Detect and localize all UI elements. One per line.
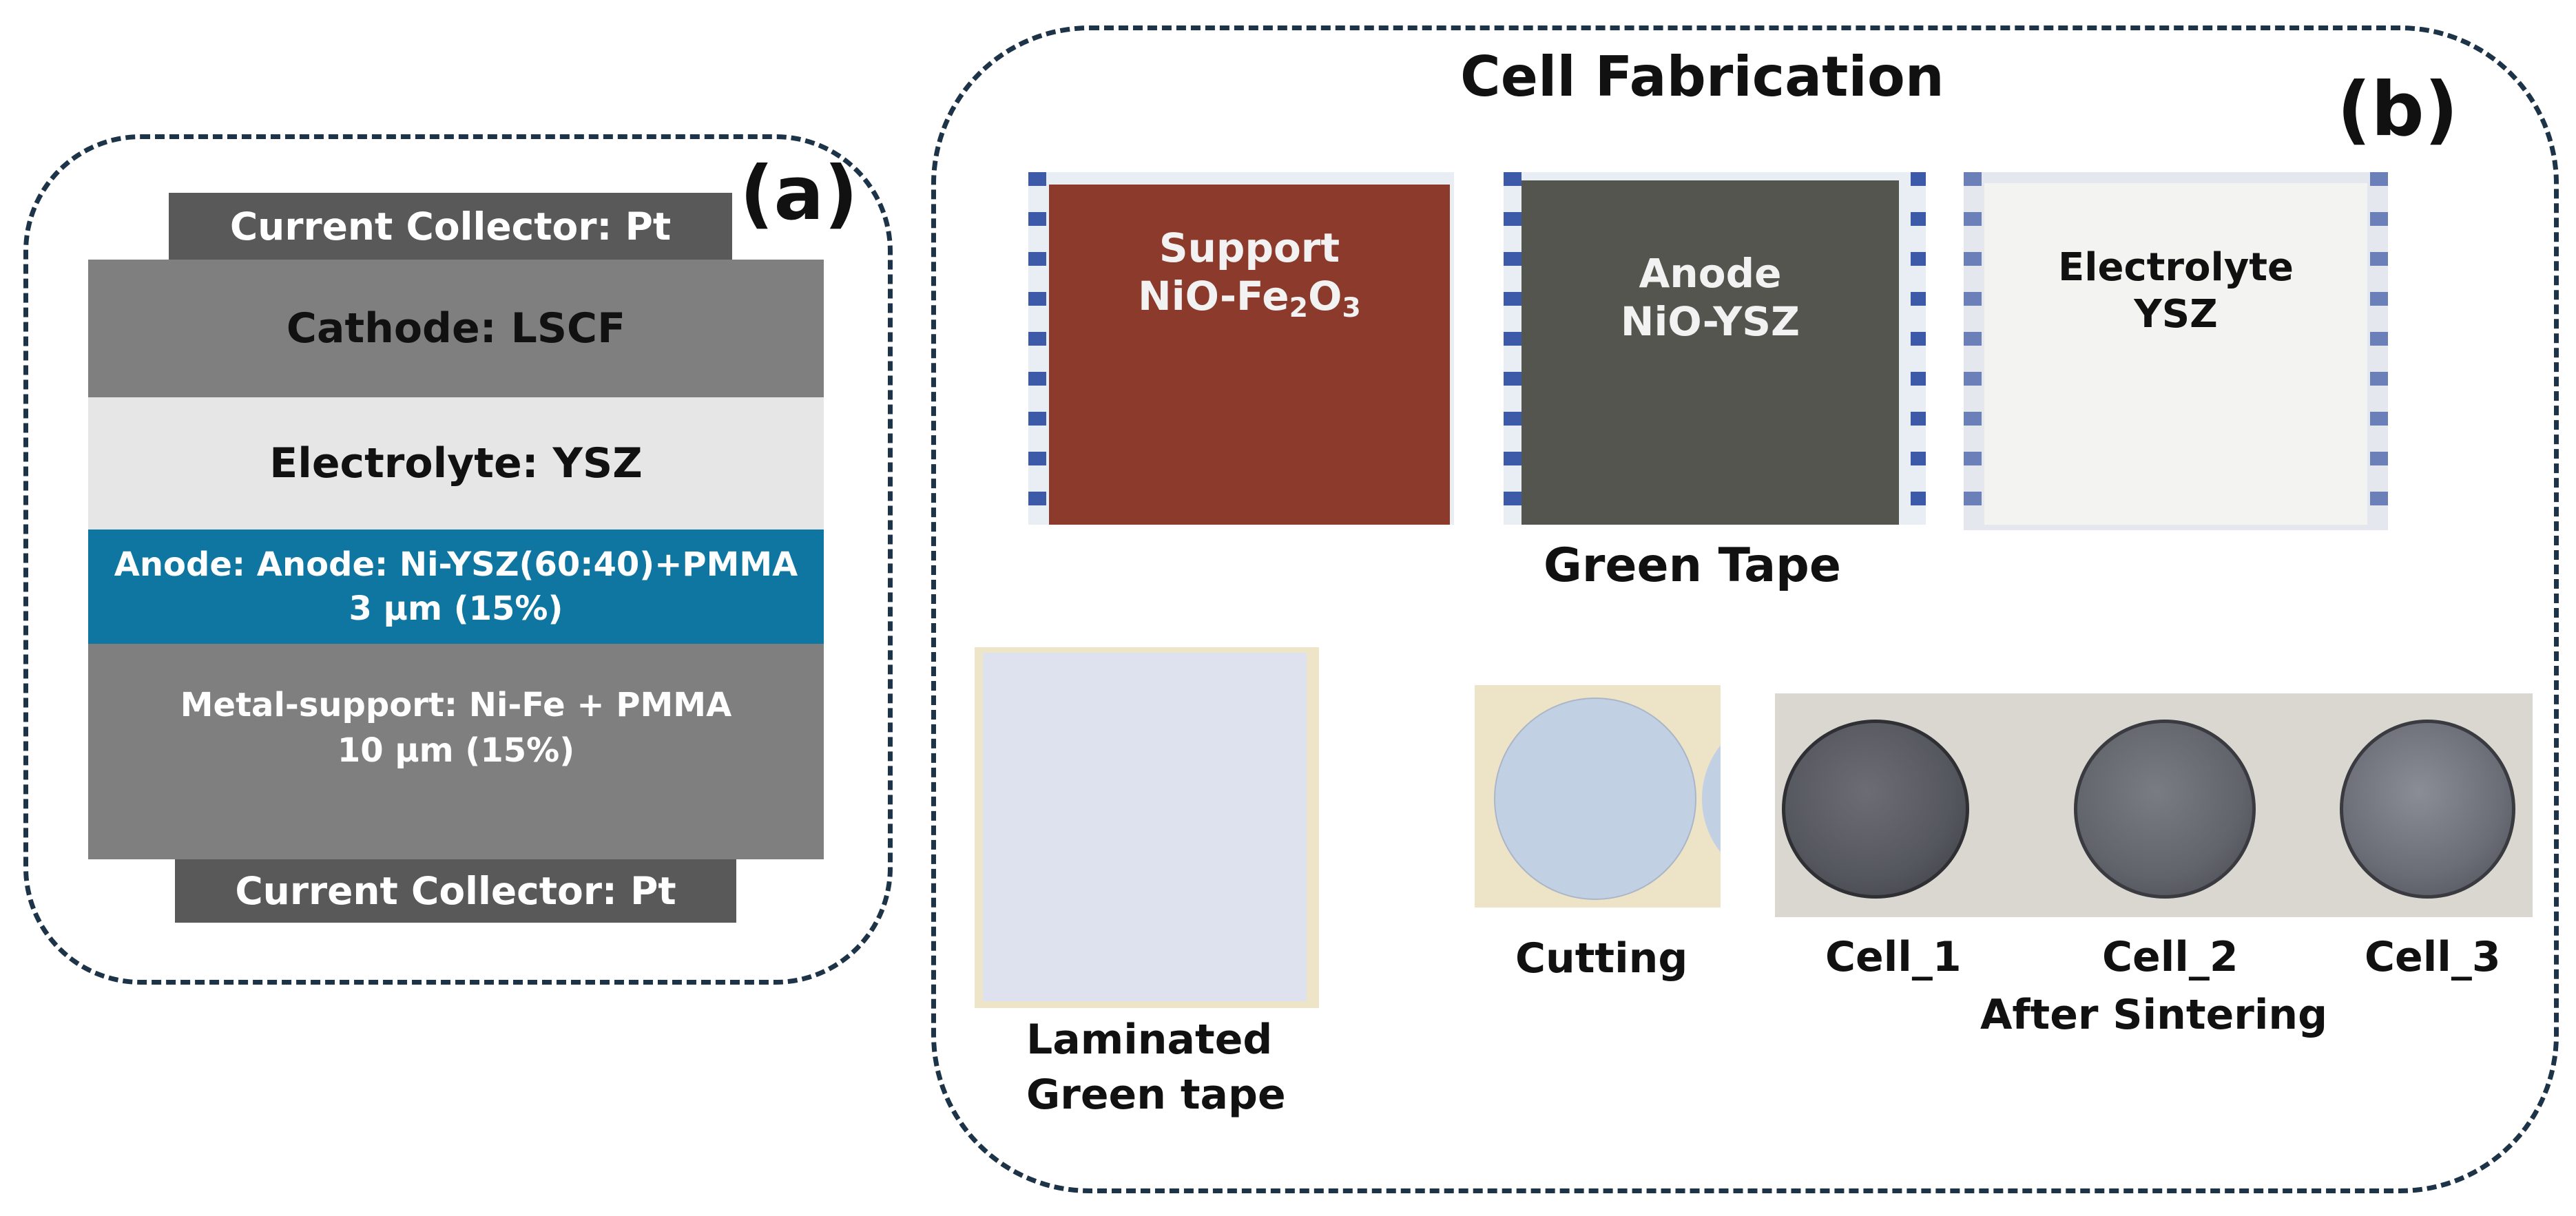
- cathode-label: Cathode: LSCF: [286, 304, 626, 353]
- sintered-cell-1: [1782, 720, 1969, 899]
- anode-tape-sheet: [1521, 180, 1899, 525]
- electrolyte-tape-sheet: [1984, 183, 2367, 525]
- laminated-tape-sheet: [983, 653, 1307, 1001]
- electrolyte-label: Electrolyte: YSZ: [269, 439, 643, 488]
- photo-edge-stripe: [1504, 172, 1521, 525]
- support-tape-formula-mid: O: [1308, 273, 1342, 319]
- support-tape-formula-sub1: 2: [1289, 291, 1309, 324]
- top-current-collector-label: Current Collector: Pt: [229, 204, 672, 249]
- sintered-cells-photo: [1775, 693, 2533, 917]
- anode-tape-photo: Anode NiO-YSZ: [1504, 172, 1926, 525]
- cell-1-caption: Cell_1: [1825, 933, 1962, 981]
- laminated-tape-photo: [975, 647, 1319, 1008]
- bottom-current-collector-label: Current Collector: Pt: [235, 869, 676, 913]
- cell-3-caption: Cell_3: [2365, 933, 2501, 981]
- photo-edge-stripe: [1964, 172, 1982, 530]
- cathode-layer: Cathode: LSCF: [88, 260, 824, 397]
- support-tape-label-line1: Support: [1159, 224, 1340, 271]
- photo-edge-stripe: [2370, 172, 2388, 530]
- support-tape-photo: Support NiO-Fe2O3: [1028, 172, 1454, 525]
- green-tape-caption: Green Tape: [1544, 538, 1841, 593]
- support-tape-sheet: [1049, 185, 1450, 525]
- photo-edge-stripe: [1028, 172, 1046, 525]
- cut-disk-partial: [1702, 713, 1721, 885]
- electrolyte-tape-photo: Electrolyte YSZ: [1964, 172, 2388, 530]
- cut-disk: [1494, 698, 1696, 900]
- anode-tape-label: Anode NiO-YSZ: [1521, 249, 1899, 346]
- electrolyte-tape-label-line1: Electrolyte: [2058, 245, 2294, 290]
- support-tape-label-line2: NiO-Fe2O3: [1049, 272, 1450, 332]
- bottom-current-collector: Current Collector: Pt: [175, 859, 736, 923]
- panel-b-title: Cell Fabrication: [1460, 45, 1944, 109]
- support-tape-formula-prefix: NiO-Fe: [1138, 273, 1289, 319]
- photo-edge-stripe: [1911, 172, 1926, 525]
- anode-tape-label-line1: Anode: [1639, 250, 1782, 297]
- metal-support-label-line2: 10 μm (15%): [337, 731, 575, 770]
- after-sintering-caption: After Sintering: [1980, 991, 2328, 1039]
- panel-b-border: [931, 25, 2559, 1193]
- cell-2-caption: Cell_2: [2102, 933, 2239, 981]
- laminated-caption-line2: Green tape: [1026, 1071, 1286, 1119]
- anode-tape-label-line2: NiO-YSZ: [1620, 298, 1800, 345]
- laminated-caption: Laminated Green tape: [1026, 1012, 1286, 1122]
- laminated-caption-line1: Laminated: [1026, 1016, 1273, 1064]
- anode-label-line1: Anode: Anode: Ni-YSZ(60:40)+PMMA: [114, 545, 798, 584]
- anode-label-line2: 3 μm (15%): [349, 589, 563, 628]
- electrolyte-layer: Electrolyte: YSZ: [88, 397, 824, 530]
- cutting-photo: [1475, 685, 1721, 908]
- support-tape-formula-sub2: 3: [1342, 291, 1361, 324]
- electrolyte-tape-label: Electrolyte YSZ: [1984, 244, 2367, 338]
- electrolyte-tape-label-line2: YSZ: [2134, 292, 2218, 337]
- panel-a-label: (a): [740, 151, 858, 237]
- sintered-cell-2: [2074, 720, 2256, 899]
- cutting-caption: Cutting: [1515, 934, 1688, 983]
- panel-b-label: (b): [2337, 67, 2459, 153]
- sintered-cell-3: [2340, 720, 2515, 899]
- panel-a-border: [23, 134, 893, 985]
- support-tape-label: Support NiO-Fe2O3: [1049, 224, 1450, 332]
- top-current-collector: Current Collector: Pt: [169, 193, 732, 260]
- metal-support-layer: Metal-support: Ni-Fe + PMMA 10 μm (15%): [88, 644, 824, 859]
- anode-layer: Anode: Anode: Ni-YSZ(60:40)+PMMA 3 μm (1…: [88, 530, 824, 644]
- metal-support-label-line1: Metal-support: Ni-Fe + PMMA: [180, 685, 732, 724]
